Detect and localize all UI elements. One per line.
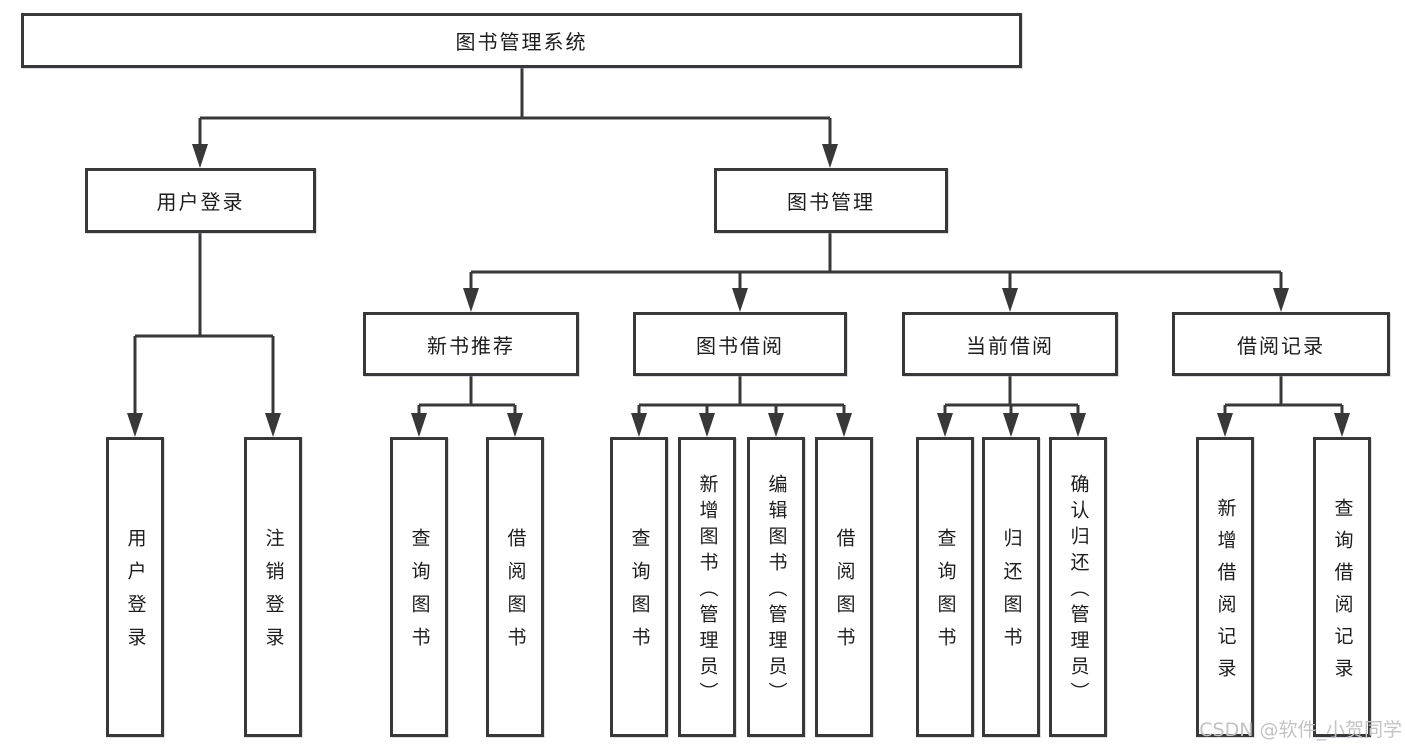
node-label: 查询图书	[628, 528, 651, 660]
node-label: 图书借阅	[696, 333, 784, 358]
node-user-login: 用户登录	[85, 168, 316, 233]
node-query-borrow-record: 查询借阅记录	[1313, 437, 1371, 737]
node-query-books-recommend: 查询图书	[390, 437, 448, 737]
node-label: 编辑图书（管理员）	[765, 473, 788, 708]
node-query-books-current: 查询图书	[916, 437, 974, 737]
node-query-books-borrowing: 查询图书	[610, 437, 668, 737]
node-logout-action: 注销登录	[244, 437, 302, 737]
node-library-system: 图书管理系统	[21, 13, 1022, 68]
node-edit-books-admin: 编辑图书（管理员）	[747, 437, 805, 737]
node-label: 查询图书	[934, 528, 957, 660]
node-return-books: 归还图书	[982, 437, 1040, 737]
node-label: 图书管理系统	[455, 30, 588, 54]
node-add-books-admin: 新增图书（管理员）	[678, 437, 736, 737]
node-add-borrow-record: 新增借阅记录	[1196, 437, 1254, 737]
node-book-borrowing: 图书借阅	[633, 312, 847, 376]
node-label: 借阅图书	[833, 528, 856, 660]
node-borrow-books-borrowing: 借阅图书	[815, 437, 873, 737]
node-confirm-return-admin: 确认归还（管理员）	[1049, 437, 1107, 737]
node-label: 查询图书	[408, 528, 431, 660]
node-label: 当前借阅	[966, 333, 1054, 358]
node-borrow-books-recommend: 借阅图书	[486, 437, 544, 737]
node-label: 注销登录	[262, 528, 285, 660]
node-new-book-recommend: 新书推荐	[363, 312, 579, 376]
node-label: 查询借阅记录	[1331, 497, 1354, 690]
node-label: 归还图书	[1000, 528, 1023, 660]
node-label: 图书管理	[787, 190, 875, 214]
csdn-watermark: CSDN @软件_小贺同学	[1199, 719, 1402, 741]
node-label: 新增借阅记录	[1214, 497, 1237, 690]
node-label: 借阅图书	[504, 528, 527, 660]
node-current-borrowing: 当前借阅	[902, 312, 1118, 376]
node-label: 借阅记录	[1237, 333, 1325, 358]
node-book-management: 图书管理	[714, 168, 948, 233]
node-label: 确认归还（管理员）	[1067, 473, 1090, 708]
node-label: 用户登录	[124, 528, 147, 660]
node-label: 用户登录	[156, 190, 245, 214]
node-label: 新增图书（管理员）	[696, 473, 719, 708]
node-label: 新书推荐	[427, 333, 515, 358]
node-user-login-action: 用户登录	[106, 437, 164, 737]
node-borrowing-records: 借阅记录	[1172, 312, 1390, 376]
